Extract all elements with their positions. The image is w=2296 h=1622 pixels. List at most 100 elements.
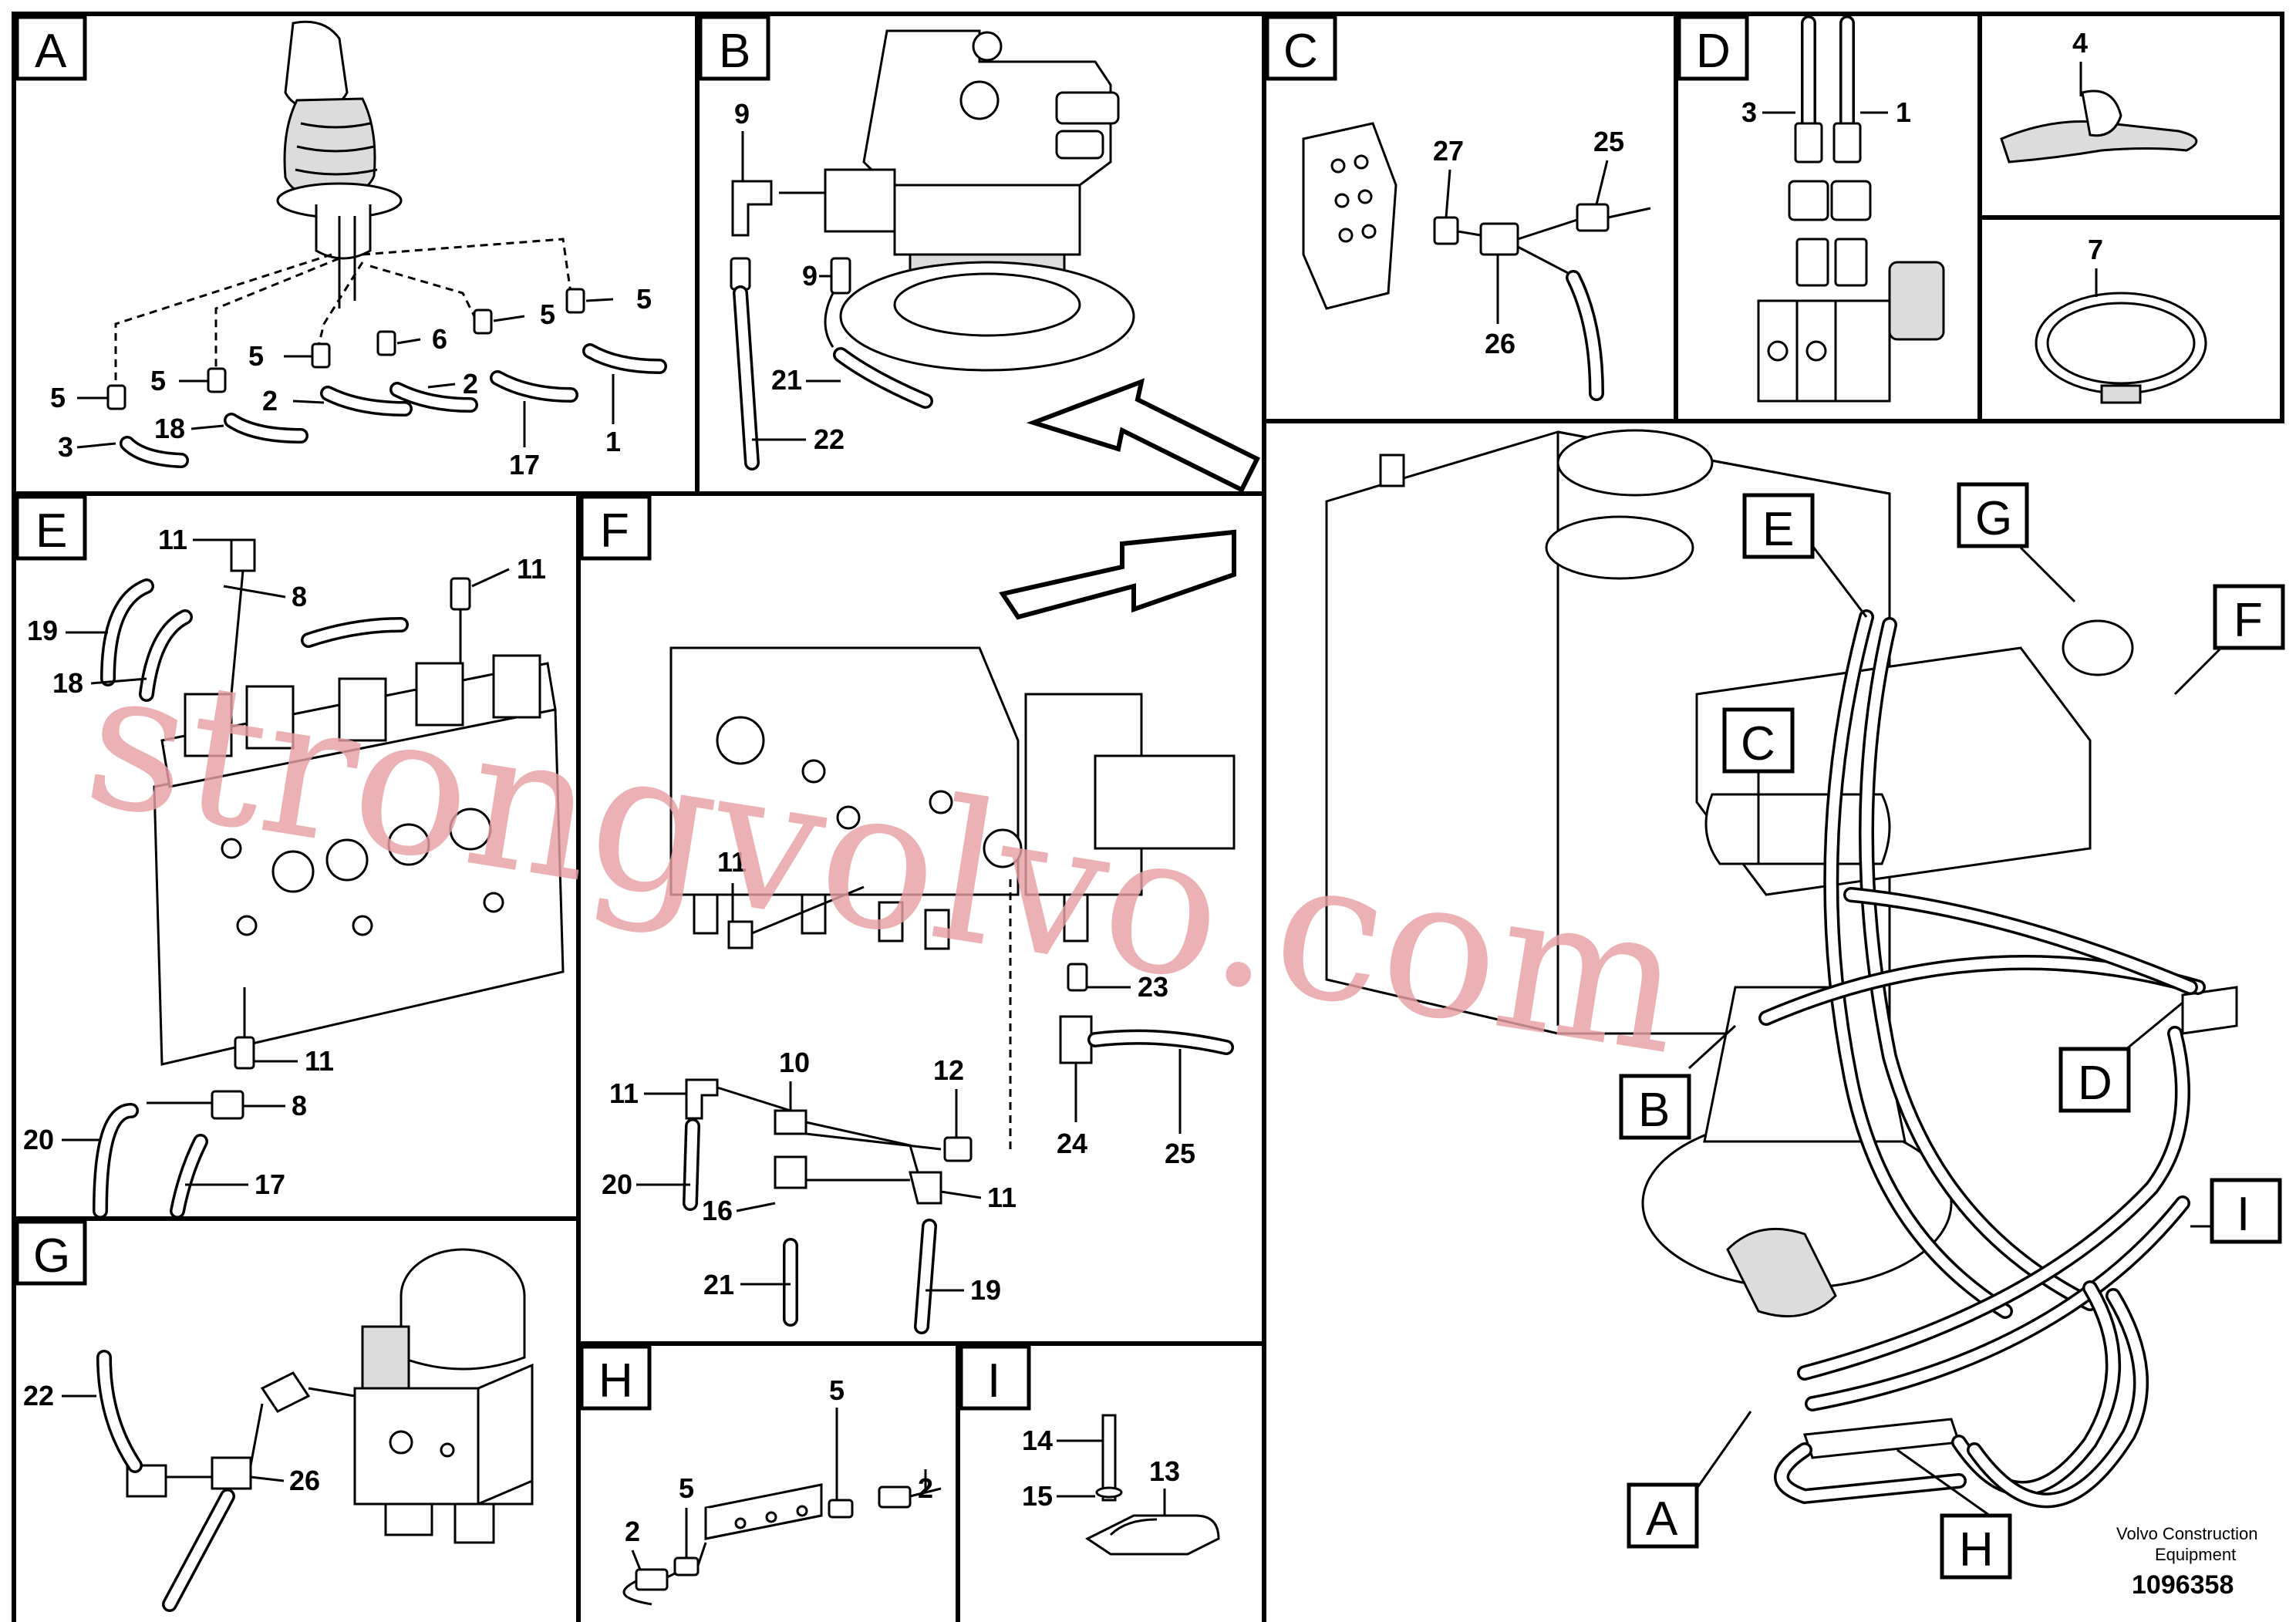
- overview-tag-h: [1940, 1513, 2012, 1580]
- tag-d: [1677, 15, 1749, 81]
- panel-h-drawing: 5 5 2 2: [622, 1374, 942, 1606]
- callouts-a: 5 5 5 5 5 6 2 2 3 18 17 1: [50, 283, 652, 481]
- panel-c-drawing: 27 25 26: [1302, 122, 1651, 401]
- panel-d-drawing: 3 1: [1741, 15, 1945, 403]
- callouts-b: 9 9 21 22: [734, 98, 845, 455]
- overview-tags: E G F C D B I A H: [1619, 482, 2285, 1580]
- panel-d4: [1977, 12, 2284, 220]
- panel-e-drawing: 11 8 11 19 18 11 8 20 17: [23, 524, 565, 1219]
- callout: 2: [463, 368, 478, 400]
- overview-drawing: [1325, 429, 2238, 1517]
- callout: 22: [814, 423, 845, 455]
- callout: 1: [1896, 96, 1911, 128]
- direction-arrow: [1026, 378, 1261, 494]
- tag-b: [698, 15, 770, 81]
- svg-text:E: E: [1762, 503, 1794, 556]
- callout: 8: [292, 1090, 307, 1121]
- cable-tie: [2000, 120, 2198, 164]
- tag-a: [15, 15, 87, 81]
- svg-text:B: B: [1638, 1084, 1670, 1137]
- callout: 25: [1593, 126, 1624, 157]
- callout: 5: [50, 382, 66, 413]
- callout: 9: [802, 260, 818, 292]
- footer: Volvo Construction Equipment 1096358: [2116, 1524, 2257, 1600]
- bolt: [1101, 1414, 1117, 1502]
- svg-text:C: C: [1741, 717, 1775, 771]
- callout: 11: [305, 1045, 334, 1077]
- callout: 20: [23, 1124, 54, 1155]
- callout: 5: [540, 298, 555, 330]
- callout: 11: [158, 524, 187, 555]
- callout: 19: [27, 615, 58, 646]
- panel-d7-drawing: 7: [2035, 234, 2207, 404]
- svg-text:C: C: [1283, 25, 1318, 78]
- callout: 5: [679, 1472, 694, 1504]
- callouts-d: 3 1: [1741, 96, 1911, 128]
- overview-tag-i: [2210, 1178, 2282, 1244]
- callout: 11: [987, 1182, 1017, 1213]
- callout: 10: [779, 1047, 810, 1078]
- panel-tags: A B C D E F G H I: [15, 15, 1749, 1411]
- callout: 12: [933, 1054, 964, 1086]
- overview-tag-c: [1722, 707, 1795, 774]
- bracket-plate: [1302, 122, 1397, 310]
- hose-clamp: [2035, 292, 2207, 395]
- callout: 13: [1149, 1455, 1180, 1487]
- svg-text:F: F: [600, 504, 629, 558]
- callout: 21: [703, 1269, 734, 1300]
- svg-text:I: I: [987, 1354, 1000, 1408]
- callout: 3: [1741, 96, 1757, 128]
- callout: 7: [2088, 234, 2103, 265]
- callout: 8: [292, 581, 307, 612]
- callout: 26: [1485, 328, 1515, 359]
- tag-h: [579, 1344, 652, 1411]
- svg-text:H: H: [598, 1354, 633, 1408]
- callout: 16: [702, 1195, 733, 1226]
- callout: 11: [609, 1077, 639, 1109]
- callout: 17: [255, 1168, 285, 1200]
- callouts-f: 11 23 10 12 11 24 25 20 16 11 21 19: [602, 846, 1195, 1306]
- callout: 1: [605, 426, 621, 457]
- callout: 18: [154, 413, 185, 444]
- callout: 19: [970, 1274, 1001, 1306]
- brand-line-2: Equipment: [2155, 1545, 2236, 1564]
- callouts-e: 11 8 11 19 18 11 8 20 17: [23, 524, 546, 1200]
- callouts-i: 14 15 13: [1022, 1425, 1180, 1516]
- direction-arrow: [999, 529, 1236, 620]
- tag-e: [15, 494, 87, 561]
- svg-text:G: G: [1975, 492, 2012, 545]
- overview-tag-b: [1619, 1074, 1691, 1140]
- clamp-bracket: [1085, 1514, 1220, 1556]
- callout: 14: [1022, 1425, 1053, 1456]
- callout: 25: [1165, 1138, 1195, 1169]
- panel-f-drawing: 11 23 10 12 11 24 25 20 16 11 21 19: [602, 529, 1236, 1334]
- svg-text:G: G: [33, 1229, 70, 1283]
- callout: 6: [432, 323, 447, 355]
- callout: 5: [248, 340, 264, 372]
- callout: 17: [509, 449, 540, 481]
- callout: 4: [2072, 27, 2088, 59]
- callout: 3: [58, 431, 73, 463]
- svg-text:I: I: [2237, 1188, 2250, 1241]
- overview-tag-f: [2213, 584, 2285, 650]
- joystick-grip: [284, 20, 349, 111]
- callout: 9: [734, 98, 750, 130]
- callouts-h: 5 5 2 2: [625, 1374, 933, 1570]
- callout: 20: [602, 1168, 632, 1200]
- panel-b-drawing: 9 9 21 22: [730, 29, 1261, 494]
- overview-tag-g: [1957, 482, 2029, 548]
- valve-block-f: [669, 646, 1020, 896]
- callout: 11: [517, 553, 546, 585]
- callout: 15: [1022, 1480, 1053, 1512]
- svg-text:D: D: [1696, 25, 1731, 78]
- tag-i: [959, 1344, 1031, 1411]
- svg-text:D: D: [2078, 1057, 2112, 1110]
- tag-c: [1265, 15, 1337, 81]
- tag-g: [15, 1219, 87, 1286]
- callouts-g: 22 26: [23, 1380, 320, 1496]
- brand-line-1: Volvo Construction: [2116, 1524, 2257, 1543]
- callout: 2: [262, 385, 278, 416]
- motor-body: [893, 184, 1081, 256]
